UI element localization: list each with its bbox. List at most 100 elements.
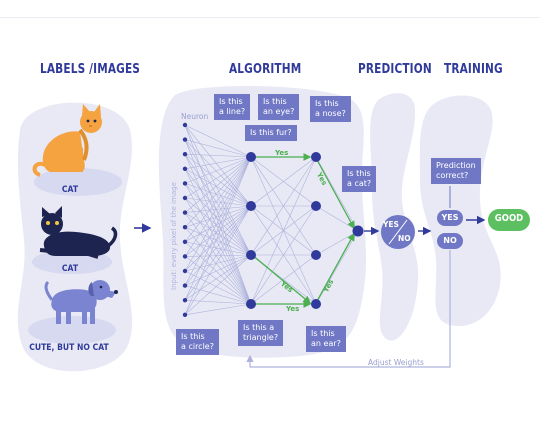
hidden-neuron-layer1 (246, 299, 256, 309)
connection-line (184, 254, 252, 272)
connection-line (184, 156, 252, 272)
question-circle: Is this a circle? (176, 329, 219, 355)
question-nose: Is this a nose? (310, 96, 351, 122)
connection-line (250, 156, 317, 305)
question-eye: Is this an eye? (258, 94, 300, 120)
connection-line (250, 254, 317, 305)
connection-line (184, 156, 252, 199)
prediction-correct-question: Prediction correct? (431, 158, 481, 184)
connection-line (250, 156, 317, 207)
input-neuron (182, 152, 188, 157)
hidden-neuron-layer2 (311, 250, 321, 260)
input-neuron (182, 195, 188, 201)
hidden-neuron-layer2 (311, 152, 321, 162)
prediction-yes-text: YES (383, 220, 399, 229)
connection-line (250, 156, 317, 256)
input-neuron (182, 239, 188, 244)
connection-line (184, 153, 252, 207)
question-fur: Is this fur? (245, 125, 297, 141)
connection-line (184, 205, 252, 243)
heading-training: TRAINING (444, 61, 503, 77)
heading-prediction: PREDICTION (358, 61, 432, 77)
input-neuron (182, 166, 188, 171)
connection-line (184, 254, 252, 286)
top-divider (0, 17, 540, 18)
question-triangle: Is this a triangle? (238, 320, 284, 346)
heading-algorithm: ALGORITHM (229, 61, 302, 77)
prediction-no-text: NO (398, 234, 411, 243)
connection-line (184, 205, 252, 257)
connection-line (184, 205, 252, 213)
good-text: GOOD (494, 213, 524, 224)
training-blob (419, 95, 501, 327)
question-line: Is this a line? (214, 94, 251, 120)
connection-line (184, 154, 252, 256)
training-no-pill (437, 233, 463, 249)
output-neuron (352, 225, 364, 237)
connection-line (184, 139, 252, 256)
connection-line (184, 254, 252, 257)
cat1-label: CAT (61, 185, 79, 195)
connection-line (184, 197, 252, 207)
input-neuron (182, 122, 188, 128)
adjust-weights-label: Adjust Weights (368, 358, 424, 367)
training-no-text: NO (443, 236, 457, 245)
connection-line (184, 139, 252, 207)
question-cat: Is this a cat? (342, 166, 377, 192)
cat1-shadow (34, 168, 122, 196)
connection-line (184, 205, 252, 315)
connection-line (184, 168, 252, 207)
hidden-neuron-layer1 (246, 201, 256, 211)
input-neuron (182, 268, 188, 274)
connection-line (184, 205, 252, 228)
good-pill (488, 209, 530, 231)
connection-line (184, 254, 252, 316)
dog-image (44, 280, 118, 324)
input-neuron (182, 283, 188, 288)
cat2-label: CAT (61, 264, 79, 274)
hidden-neuron-layer2 (311, 201, 321, 211)
yes-label-bottom: Yes (286, 305, 300, 313)
connection-line (184, 183, 252, 207)
connection-line (315, 156, 359, 232)
input-neuron (182, 210, 188, 215)
input-neuron (182, 312, 188, 317)
connection-line (315, 230, 359, 305)
input-neuron (182, 181, 188, 186)
connection-line (184, 299, 252, 305)
orange-cat-image (32, 104, 102, 177)
connection-line (184, 156, 252, 315)
input-label: Input: every pixel of the image (170, 182, 178, 290)
connection-line (184, 212, 252, 256)
connection-line (184, 226, 252, 256)
hidden-neuron-layer1 (246, 152, 256, 162)
connection-line (184, 156, 252, 301)
question-ear: Is this an ear? (306, 326, 346, 352)
connection-line (184, 124, 252, 256)
input-neuron (182, 225, 188, 230)
connection-line (184, 254, 252, 301)
connection-line (184, 183, 252, 256)
connection-line (184, 156, 252, 286)
input-neuron (182, 137, 188, 142)
heading-labels-images: LABELS /IMAGES (40, 61, 141, 77)
network-nodes (182, 122, 364, 317)
connection-line (184, 156, 252, 242)
connection-line (184, 124, 252, 158)
connection-line (184, 156, 252, 170)
connection-line (184, 168, 252, 256)
input-neuron (182, 254, 188, 259)
neuron-label: Neuron (181, 112, 209, 121)
connection-line (184, 241, 252, 256)
connection-line (184, 156, 252, 213)
connection-line (184, 205, 252, 286)
training-yes-text: YES (441, 213, 459, 222)
connection-line (184, 156, 252, 228)
adjust-weights-loop (246, 250, 451, 368)
hidden-neuron-layer1 (246, 250, 256, 260)
connection-line (184, 153, 252, 158)
connection-line (184, 197, 252, 256)
training-yes-pill (437, 210, 463, 226)
connection-line (184, 205, 252, 301)
